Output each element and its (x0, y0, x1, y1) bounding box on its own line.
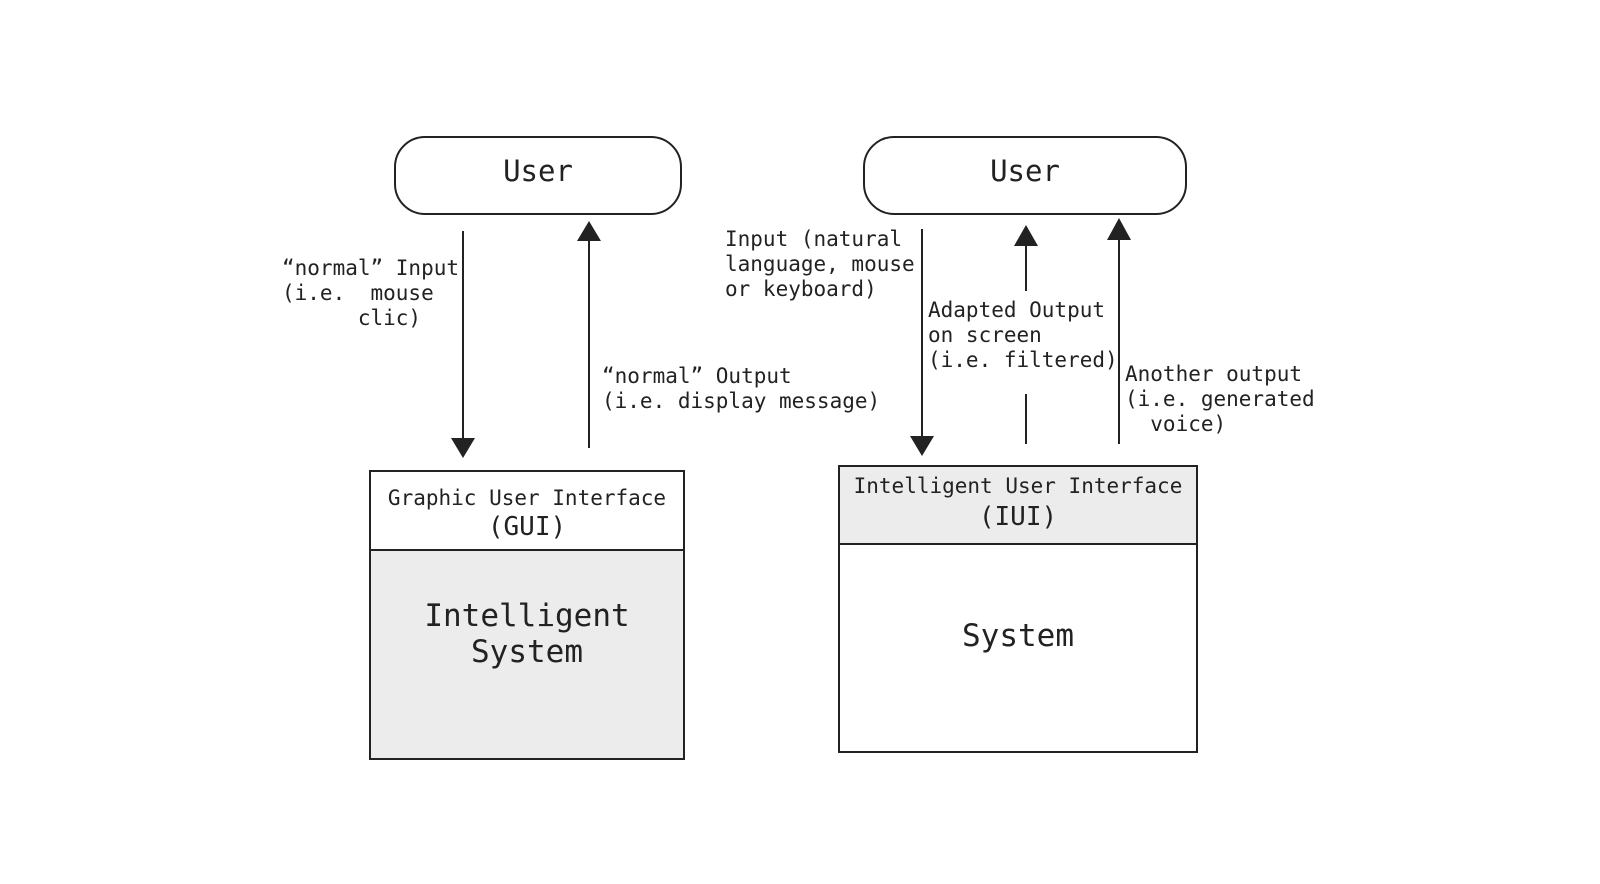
adapted-output-label-line1: Adapted Output (928, 298, 1106, 322)
left-input-label-line1: “normal” Input (282, 256, 460, 280)
left-input-label-line3: clic) (282, 306, 422, 330)
left-input-label-line2: (i.e. mouse (282, 281, 434, 305)
iui-title: Intelligent User Interface (853, 474, 1183, 498)
adapted-output-arrowhead (1014, 225, 1038, 246)
adapted-output-label-line2: on screen (928, 323, 1042, 347)
right-user-label: User (990, 154, 1060, 188)
right-input-label-line1: Input (natural (725, 227, 903, 251)
left-user-box (394, 136, 682, 215)
system-box (838, 543, 1198, 753)
another-output-label-line2: (i.e. generated (1125, 387, 1315, 411)
left-output-arrowhead (577, 221, 601, 241)
iui-header-box (838, 465, 1198, 545)
right-input-label-line2: language, mouse (725, 252, 915, 276)
another-output-label-line1: Another output (1125, 362, 1303, 386)
left-output-label-line1: “normal” Output (602, 364, 792, 388)
intelligent-system-box (369, 549, 685, 760)
gui-title: Graphic User Interface (387, 486, 667, 510)
another-output-arrowhead (1107, 218, 1131, 240)
left-input-arrowhead (451, 438, 475, 458)
intelligent-system-label-line1: Intelligent (424, 598, 630, 634)
another-output-label-line3: voice) (1125, 412, 1227, 436)
gui-abbreviation: (GUI) (487, 512, 567, 542)
left-output-label-line2: (i.e. display message) (602, 389, 881, 413)
right-input-label-line3: or keyboard) (725, 277, 877, 301)
iui-abbreviation: (IUI) (978, 502, 1058, 532)
intelligent-system-label-line2: System (471, 634, 583, 670)
adapted-output-label-line3: (i.e. filtered) (928, 348, 1118, 372)
right-user-box (863, 136, 1187, 215)
system-label: System (962, 618, 1074, 654)
right-input-arrowhead (910, 436, 934, 456)
gui-header-box (369, 470, 685, 551)
left-user-label: User (503, 154, 573, 188)
